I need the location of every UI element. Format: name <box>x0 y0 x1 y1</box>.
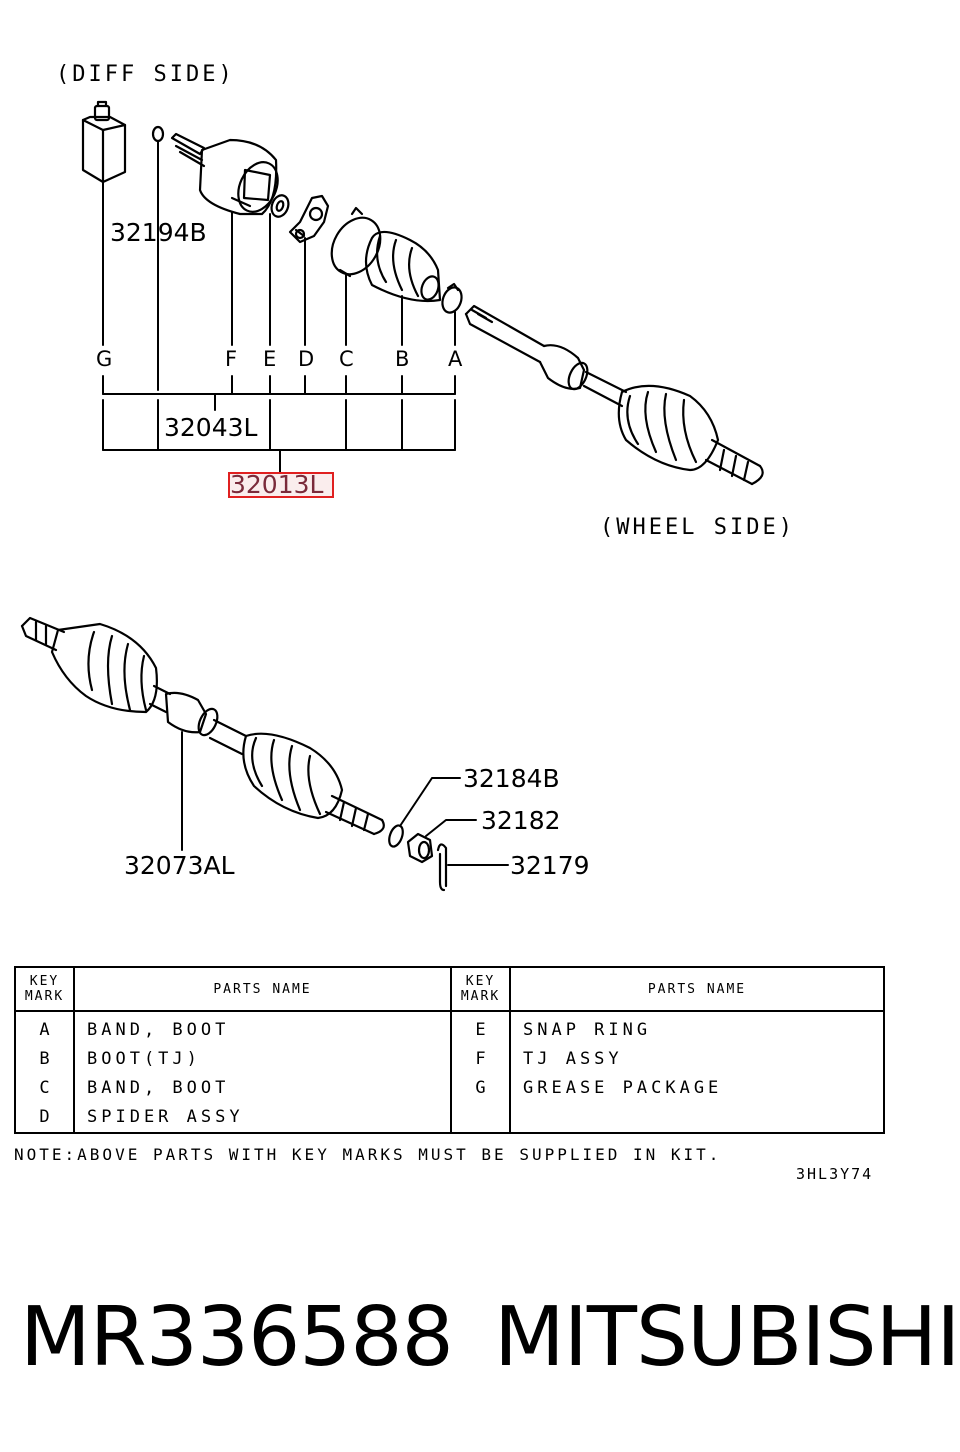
footer-brand: MITSUBISHI <box>494 1290 960 1385</box>
kit-note: NOTE:ABOVE PARTS WITH KEY MARKS MUST BE … <box>14 1145 722 1164</box>
key-mark-cell: D <box>39 1107 50 1127</box>
part-number-shaft[interactable]: 32073AL <box>124 851 235 880</box>
driveshaft-exploded-diagram <box>20 100 764 892</box>
part-name-cell: TJ ASSY <box>523 1049 623 1069</box>
footer-part-number: MR336588 <box>20 1290 454 1385</box>
key-header-line1: KEY <box>465 974 496 989</box>
nut-drawing <box>406 832 434 864</box>
key-mark-d: D <box>298 347 315 371</box>
parts-name-header-right: PARTS NAME <box>509 966 885 1012</box>
cotter-pin-drawing <box>436 843 448 892</box>
part-name-cell: BAND, BOOT <box>87 1020 230 1040</box>
grease-package-drawing <box>81 100 127 184</box>
parts-table-header: KEY MARK PARTS NAME KEY MARK PARTS NAME <box>14 966 885 1012</box>
part-number-nut[interactable]: 32182 <box>481 806 561 835</box>
part-number-washer[interactable]: 32184B <box>463 764 560 793</box>
key-mark-c: C <box>339 347 354 371</box>
leader-lines-upper <box>102 141 456 473</box>
part-name-cell: BOOT(TJ) <box>87 1049 201 1069</box>
key-mark-cell: E <box>475 1020 486 1040</box>
part-name-cell: GREASE PACKAGE <box>523 1078 723 1098</box>
washer-drawing <box>388 824 404 848</box>
band-boot-c-drawing <box>330 206 382 278</box>
part-number-grease[interactable]: 32194B <box>110 218 207 247</box>
band-boot-a-drawing <box>441 282 463 314</box>
key-mark-header-right: KEY MARK <box>450 966 511 1012</box>
leader-lines-lower <box>181 731 509 866</box>
lower-shaft-drawing <box>20 616 385 836</box>
parts-names-right-column: SNAP RING TJ ASSY GREASE PACKAGE <box>509 1010 885 1134</box>
key-mark-cell: G <box>475 1078 486 1098</box>
part-name-cell: SPIDER ASSY <box>87 1107 244 1127</box>
key-mark-cell: F <box>475 1049 486 1069</box>
key-mark-cell: B <box>39 1049 50 1069</box>
highlight-box <box>228 472 334 498</box>
tj-assy-drawing <box>170 132 279 216</box>
key-mark-header-left: KEY MARK <box>14 966 75 1012</box>
key-mark-g: G <box>96 347 113 371</box>
key-mark-b: B <box>395 347 410 371</box>
part-name-cell: BAND, BOOT <box>87 1078 230 1098</box>
part-number-kit[interactable]: 32043L <box>164 413 258 442</box>
wheel-side-label: (WHEEL SIDE) <box>600 515 795 540</box>
key-mark-e: E <box>263 347 277 371</box>
key-marks-right-column: E F G <box>450 1010 511 1134</box>
key-mark-cell: A <box>39 1020 50 1040</box>
key-mark-a: A <box>448 347 463 371</box>
parts-table: KEY MARK PARTS NAME KEY MARK PARTS NAME … <box>14 966 885 1134</box>
upper-shaft-drawing <box>464 304 764 486</box>
spider-assy-drawing <box>288 194 330 244</box>
snap-ring-drawing <box>270 194 290 218</box>
part-number-assy[interactable]: 32013L <box>230 470 324 499</box>
parts-name-header-left: PARTS NAME <box>73 966 452 1012</box>
key-marks-left-column: A B C D <box>14 1010 75 1134</box>
key-mark-f: F <box>225 347 238 371</box>
parts-names-left-column: BAND, BOOT BOOT(TJ) BAND, BOOT SPIDER AS… <box>73 1010 452 1134</box>
part-name-cell: SNAP RING <box>523 1020 652 1040</box>
mark-header-line2: MARK <box>24 989 65 1004</box>
part-number-pin[interactable]: 32179 <box>510 851 590 880</box>
boot-tj-drawing <box>364 230 442 303</box>
diff-side-label: (DIFF SIDE) <box>56 62 235 87</box>
drawing-code: 3HL3Y74 <box>796 1165 874 1183</box>
key-header-line1: KEY <box>29 974 60 989</box>
o-ring-drawing <box>151 125 165 143</box>
mark-header-line2: MARK <box>460 989 501 1004</box>
key-mark-cell: C <box>39 1078 50 1098</box>
